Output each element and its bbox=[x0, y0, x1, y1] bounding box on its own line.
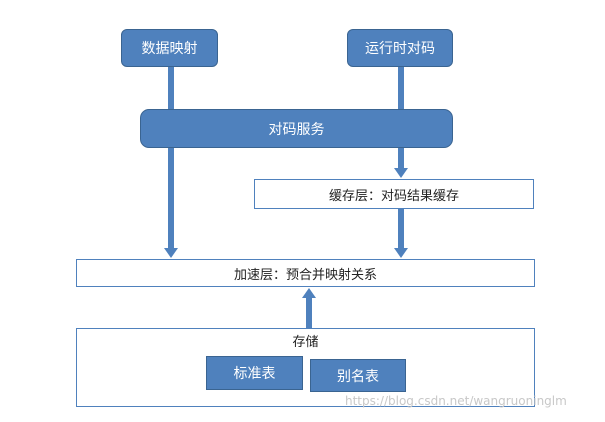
connector-runtime-to-service bbox=[398, 67, 404, 110]
node-data-mapping: 数据映射 bbox=[121, 29, 218, 67]
arrow-storage-to-accel-shaft bbox=[306, 298, 312, 328]
node-acceleration-layer: 加速层：预合并映射关系 bbox=[76, 259, 535, 287]
node-standard-table: 标准表 bbox=[206, 356, 303, 390]
connector-data-mapping-to-service bbox=[168, 67, 174, 110]
arrow-cache-to-accel-head bbox=[394, 248, 408, 258]
arrow-storage-to-accel-head bbox=[302, 288, 316, 298]
node-alias-table: 别名表 bbox=[310, 359, 406, 392]
arrow-service-to-accel-shaft bbox=[168, 148, 174, 248]
arrow-service-to-accel-head bbox=[164, 248, 178, 258]
node-mapping-service: 对码服务 bbox=[140, 109, 453, 148]
arrow-service-to-cache-head bbox=[394, 168, 408, 178]
arrow-cache-to-accel-shaft bbox=[398, 209, 404, 248]
arrow-service-to-cache-shaft bbox=[398, 148, 404, 168]
node-runtime-mapping: 运行时对码 bbox=[347, 29, 453, 67]
node-storage: 存储 bbox=[76, 328, 535, 407]
watermark: https://blog.csdn.net/wangruoninglm bbox=[345, 394, 567, 408]
node-cache-layer: 缓存层：对码结果缓存 bbox=[254, 179, 534, 209]
